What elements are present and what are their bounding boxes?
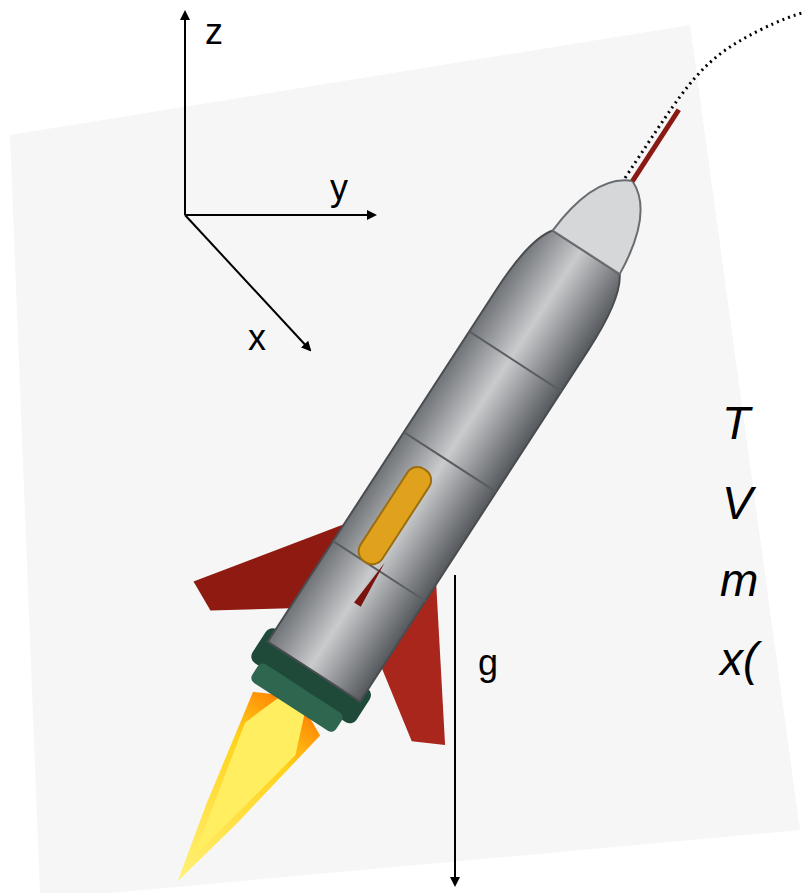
rocket: [52, 28, 805, 893]
x-axis: [185, 215, 310, 350]
gravity-arrow: [454, 575, 456, 885]
variable-label: T: [722, 400, 750, 446]
variable-label: V: [722, 480, 753, 526]
z-axis: [184, 12, 186, 215]
axis-label: y: [330, 170, 348, 206]
y-axis: [185, 214, 375, 216]
gravity-label: g: [478, 645, 498, 681]
background-panel: [10, 25, 800, 893]
variable-label: x(: [720, 636, 758, 682]
variable-label: m: [720, 557, 758, 603]
axis-label: x: [248, 320, 266, 356]
axis-label: z: [205, 14, 223, 50]
